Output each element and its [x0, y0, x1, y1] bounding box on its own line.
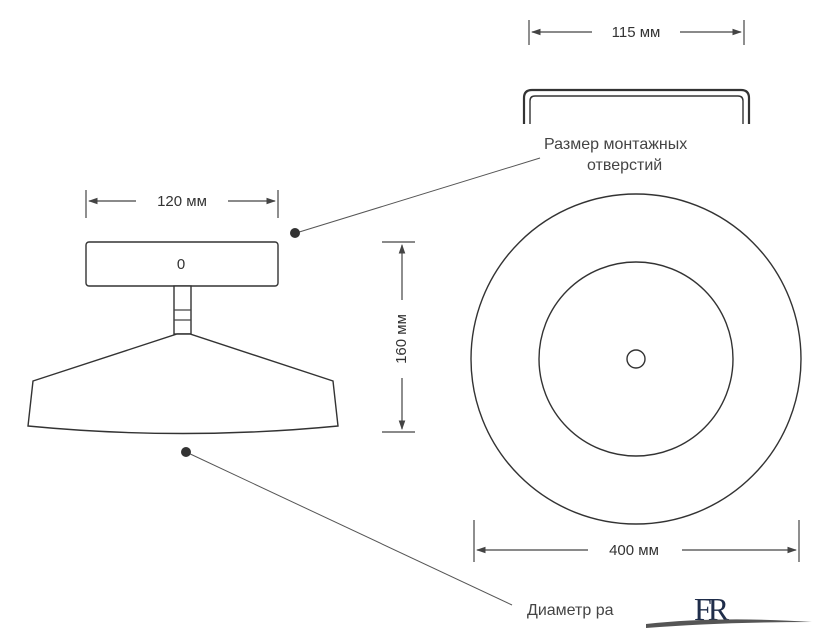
diameter-leader [181, 447, 513, 606]
diameter-label: 400 мм [609, 542, 659, 559]
lamp-shade-side [27, 333, 339, 435]
diameter-caption: Диаметр ра [527, 602, 614, 619]
mount-holes-width-label: 115 мм [612, 24, 661, 41]
brand-logo: FR [640, 588, 819, 640]
lamp-stem [173, 285, 192, 335]
base-marker-label: 0 [177, 256, 185, 273]
base-width-label: 120 мм [157, 193, 207, 210]
mount-holes-leader [290, 157, 541, 238]
diameter-dimension: 400 мм [473, 520, 800, 562]
mount-holes-caption-line1: Размер монтажных [544, 136, 687, 153]
mount-holes-caption-line2: отверстий [587, 157, 662, 174]
lamp-top-view [470, 193, 802, 525]
ceiling-base: 0 [85, 241, 279, 287]
mounting-bracket [522, 88, 751, 124]
mount-holes-dimension: 115 мм [528, 20, 745, 45]
height-label: 160 мм [393, 314, 410, 364]
height-dimension: 160 мм [382, 241, 415, 433]
base-width-dimension: 120 мм [85, 190, 279, 218]
